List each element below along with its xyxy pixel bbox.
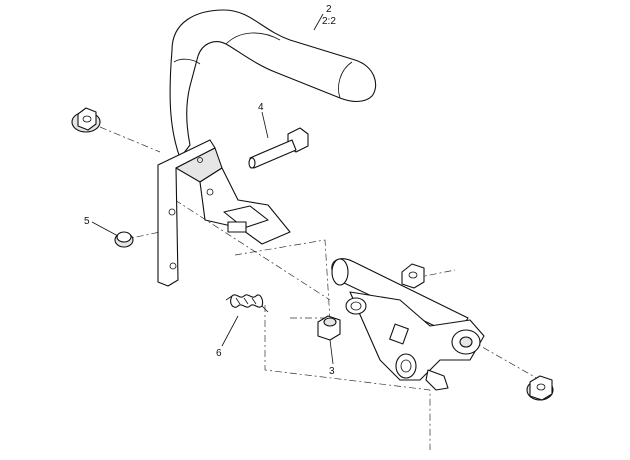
bolt-part [248,127,309,169]
callout-bolt: 4 [258,102,264,113]
lever-bracket-part [157,139,291,287]
flange-nut-left [114,231,134,248]
spring-part [225,294,269,313]
callout-bushing: 3 [329,366,335,377]
flange-nut-shaft [401,263,425,289]
callout-nut-left: 5 [84,216,90,227]
flange-nut-lower-right [526,375,554,401]
bushing-part [317,315,341,341]
callout-spring: 6 [216,348,222,359]
pivot-shaft-assembly [331,258,485,391]
callout-handle-qty: 2:2 [322,16,336,27]
handle-bar-part [169,9,377,159]
flange-nut-upper-left [71,107,101,133]
callout-handle: 2 [326,4,332,15]
callout-leaders [91,13,334,365]
